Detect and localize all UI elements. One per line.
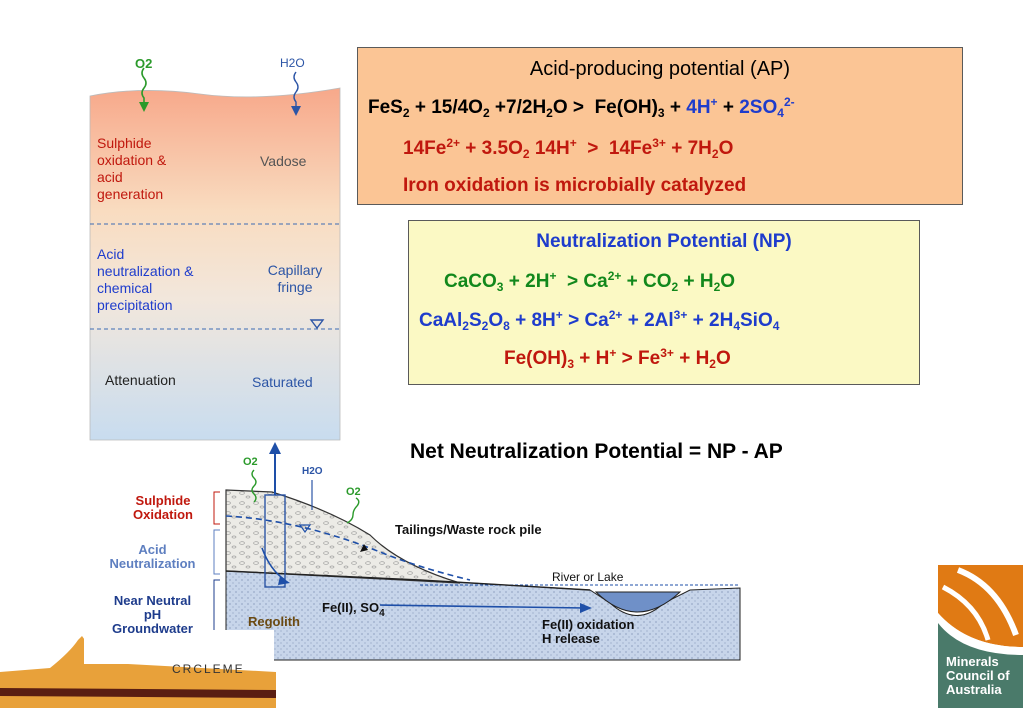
profile-connector-arrowhead xyxy=(269,442,281,454)
profile-o2-label: O2 xyxy=(135,56,153,71)
mca-logo-text: Minerals Council of Australia xyxy=(946,655,1010,697)
ap-note: Iron oxidation is microbially catalyzed xyxy=(403,175,747,196)
flow-arrow-down-head xyxy=(278,576,290,585)
cross-section-diagram xyxy=(0,442,741,708)
np-title: Neutralization Potential (NP) xyxy=(536,231,792,252)
label-acid-line-1: Acid xyxy=(138,542,167,557)
o2-squiggle-2 xyxy=(346,497,360,524)
mca-logo-swoosh xyxy=(956,567,1019,637)
zone2-name-line-2: fringe xyxy=(277,279,313,295)
pile-label: Tailings/Waste rock pile xyxy=(395,522,542,537)
mca-logo-graphic xyxy=(938,565,1023,708)
flow-arrow-main xyxy=(379,604,586,609)
water-table-icon xyxy=(309,319,325,330)
label-sulphide-line-2: Oxidation xyxy=(133,507,193,522)
mca-line-2: Council of xyxy=(946,668,1010,683)
zone1-text: Sulphide oxidation & acid generation xyxy=(97,135,166,203)
mca-logo-arc-1 xyxy=(938,565,1023,647)
np-equation-2: CaAl2S2O8 + 8H+ > Ca2+ + 2Al3+ + 2H4SiO4 xyxy=(419,308,780,333)
label-sulphide-oxidation: Sulphide Oxidation xyxy=(117,494,209,522)
profile-column xyxy=(89,87,341,441)
h2o-squiggle-arrow xyxy=(293,71,299,108)
h2o-small-triangle xyxy=(298,524,312,534)
zone3-text: Attenuation xyxy=(105,372,176,388)
h2o-arrowhead xyxy=(291,106,301,116)
label-gw-line-1: Near Neutral xyxy=(113,593,192,608)
soil-profile-diagram xyxy=(89,67,341,441)
mca-logo-arc-2 xyxy=(938,613,1023,655)
cs-h2o-label: H2O xyxy=(302,466,323,477)
zone3-name: Saturated xyxy=(252,374,313,390)
zone2-line-4: precipitation xyxy=(97,297,173,313)
crcleme-logo-text: CRCLEME xyxy=(172,662,245,676)
zone2-line-3: chemical xyxy=(97,280,153,296)
cs-o2-label: O2 xyxy=(243,456,258,468)
ap-box: Acid-producing potential (AP) FeS2 + 15/… xyxy=(357,47,963,205)
crcleme-logo-white xyxy=(84,630,274,664)
label-groundwater: Near Neutral pH Groundwater xyxy=(95,594,210,636)
np-equation-3: Fe(OH)3 + H+ > Fe3+ + H2O xyxy=(504,346,731,371)
zone1-name: Vadose xyxy=(260,153,307,169)
o2-arrowhead xyxy=(139,102,149,112)
regolith-top-line xyxy=(225,570,591,591)
ap-equation-2: 14Fe2+ + 3.5O2 14H+ > 14Fe3+ + 7H2O xyxy=(403,136,734,161)
zone2-text: Acid neutralization & chemical precipita… xyxy=(97,246,194,314)
net-neutralization-equation: Net Neutralization Potential = NP - AP xyxy=(410,440,783,463)
label-gw-line-3: Groundwater xyxy=(112,621,193,636)
label-sulphide-line-1: Sulphide xyxy=(135,493,191,508)
regolith-layer xyxy=(225,570,741,661)
mca-line-1: Minerals xyxy=(946,654,999,669)
zone2-line-1: Acid xyxy=(97,246,125,262)
label-acid-neutralization: Acid Neutralization xyxy=(95,543,210,571)
pile-marker xyxy=(360,544,368,552)
cs-o2-label-2: O2 xyxy=(346,486,361,498)
zone1-line-3: acid xyxy=(97,169,123,185)
bracket-acid xyxy=(213,529,220,575)
o2-squiggle-1 xyxy=(251,469,257,503)
zone2-name-line-1: Capillary xyxy=(267,262,323,278)
mca-line-3: Australia xyxy=(946,682,1002,697)
label-acid-line-2: Neutralization xyxy=(109,556,196,571)
profile-h2o-label: H2O xyxy=(280,56,305,70)
flow-arrow-main-head xyxy=(580,603,592,613)
ap-title: Acid-producing potential (AP) xyxy=(529,58,791,80)
label-gw-line-2: pH xyxy=(143,607,162,622)
fe-oxidation-label: Fe(II) oxidation H release xyxy=(542,618,634,646)
zone1-line-1: Sulphide xyxy=(97,135,152,151)
bracket-sulphide xyxy=(213,491,220,525)
np-equation-1: CaCO3 + 2H+ > Ca2+ + CO2 + H2O xyxy=(444,269,736,294)
fe-label: Fe(II), SO4 xyxy=(322,600,385,619)
crcleme-logo-band xyxy=(0,688,276,698)
regolith-label: Regolith xyxy=(248,614,300,629)
mca-logo-swoosh-2 xyxy=(941,584,991,641)
fe-oxidation-line-2: H release xyxy=(542,631,600,646)
fe-oxidation-line-1: Fe(II) oxidation xyxy=(542,617,635,632)
zone1-line-4: generation xyxy=(97,186,164,202)
mca-logo-arc-3 xyxy=(938,623,1023,708)
zone2-line-2: neutralization & xyxy=(97,263,194,279)
np-box: Neutralization Potential (NP) CaCO3 + 2H… xyxy=(408,220,920,385)
o2-squiggle-arrow xyxy=(141,67,147,106)
river-label: River or Lake xyxy=(552,570,624,584)
zone1-line-2: oxidation & xyxy=(97,152,167,168)
river-lake xyxy=(594,591,682,613)
water-table-line xyxy=(225,515,471,581)
ap-equation-1: FeS2 + 15/4O2 +7/2H2O > Fe(OH)3 + 4H+ + … xyxy=(368,95,795,120)
zone2-name: Capillary fringe xyxy=(258,262,332,296)
